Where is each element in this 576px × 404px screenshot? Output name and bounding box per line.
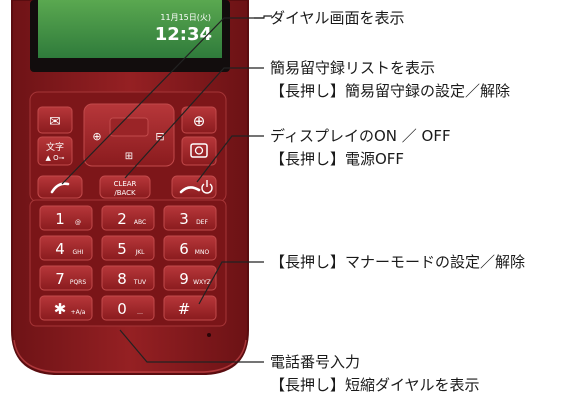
mail-icon: ✉ — [49, 114, 61, 130]
leader-line-dial-2 — [61, 17, 264, 185]
nav-right-icon: ⊟ — [155, 130, 164, 143]
moji-key-label: 文字 — [46, 141, 64, 153]
keypad-key-sub-3: GHI — [73, 249, 84, 256]
keypad-key-label-11: # — [178, 300, 191, 318]
keypad-key-0[interactable] — [39, 205, 93, 231]
keypad-key-sub-8: WXYZ — [193, 279, 211, 286]
power-icon — [201, 180, 213, 194]
leader-line-manner — [198, 261, 264, 305]
moji-key-sub: ▲ O⊸ — [46, 154, 65, 162]
screen-display — [38, 0, 222, 58]
keypad-key-label-8: 9 — [179, 270, 189, 288]
camera-key[interactable] — [181, 136, 217, 166]
callout-voicemail-line-1: 簡易留守録リストを表示 — [270, 59, 436, 77]
callout-number-input: 電話番号入力 【長押し】短縮ダイヤルを表示 — [270, 351, 480, 397]
keypad-key-9[interactable] — [39, 295, 93, 321]
keypad-key-label-2: 3 — [179, 210, 189, 228]
phone-bottom-edge — [13, 339, 247, 373]
keypad-key-5[interactable] — [163, 235, 217, 261]
keypad-panel — [29, 199, 227, 327]
keypad-key-sub-9: +A/a — [71, 309, 86, 316]
globe-icon: ⊕ — [193, 112, 206, 130]
keypad-key-7[interactable] — [101, 265, 155, 291]
keypad-key-sub-5: MNO — [195, 249, 210, 256]
keypad-key-sub-6: PQRS — [70, 279, 87, 286]
callout-dial-screen: ダイヤル画面を表示 — [270, 7, 405, 30]
keypad-key-label-4: 5 — [117, 240, 127, 258]
keypad-key-sub-1: ABC — [134, 219, 146, 226]
screen-date: 11月15日(火) — [160, 13, 211, 22]
keypad-key-sub-10: … — [137, 309, 143, 316]
leader-line-voicemail — [124, 67, 264, 179]
camera-icon — [190, 143, 208, 158]
keypad-key-sub-2: DEF — [196, 219, 208, 226]
keypad-key-sub-4: JKL — [134, 249, 145, 256]
call-icon — [50, 182, 70, 194]
keypad-key-10[interactable] — [101, 295, 155, 321]
callout-voicemail-line-2: 【長押し】簡易留守録の設定／解除 — [270, 82, 511, 100]
clear-key[interactable] — [99, 175, 151, 199]
keypad-key-label-3: 4 — [55, 240, 65, 258]
callout-number-line-1: 電話番号入力 — [270, 353, 361, 371]
screen-time: 12:34 — [155, 24, 212, 45]
nav-down-icon: ⊞ — [125, 151, 133, 162]
moji-key[interactable] — [37, 136, 73, 166]
end-call-icon — [179, 186, 201, 194]
keypad-key-label-7: 8 — [117, 270, 127, 288]
callout-dial-line-1: ダイヤル画面を表示 — [270, 9, 405, 27]
camera-lens-icon — [194, 146, 204, 155]
callout-manner-mode: 【長押し】マナーモードの設定／解除 — [270, 251, 525, 274]
callout-number-line-2: 【長押し】短縮ダイヤルを表示 — [270, 376, 480, 394]
charge-indicator — [207, 333, 211, 337]
keypad-key-8[interactable] — [163, 265, 217, 291]
callout-display-power: ディスプレイのON ／ OFF 【長押し】電源OFF — [270, 125, 451, 171]
keypad-key-sub-0: @ — [75, 219, 81, 226]
callout-manner-line-1: 【長押し】マナーモードの設定／解除 — [270, 253, 526, 271]
keypad-key-label-10: 0 — [117, 300, 127, 318]
nav-center-key[interactable] — [109, 117, 149, 137]
keypad-key-label-0: 1 — [55, 210, 65, 228]
leader-line-number — [119, 329, 264, 363]
keypad-key-2[interactable] — [163, 205, 217, 231]
callout-voicemail: 簡易留守録リストを表示 【長押し】簡易留守録の設定／解除 — [270, 57, 510, 103]
browser-key[interactable] — [181, 106, 217, 134]
callout-display-line-2: 【長押し】電源OFF — [270, 150, 405, 168]
keypad-key-6[interactable] — [39, 265, 93, 291]
keypad-key-1[interactable] — [101, 205, 155, 231]
keypad-key-3[interactable] — [39, 235, 93, 261]
keypad-key-label-1: 2 — [117, 210, 127, 228]
clear-key-sub: /BACK — [114, 189, 136, 197]
keypad-key-label-6: 7 — [55, 270, 65, 288]
keypad-key-4[interactable] — [101, 235, 155, 261]
clear-key-label: CLEAR — [114, 180, 137, 188]
mail-key[interactable] — [37, 106, 73, 134]
nav-left-icon: ⊕ — [92, 130, 101, 143]
keypad-key-11[interactable] — [163, 295, 217, 321]
keypad-key-label-5: 6 — [179, 240, 189, 258]
keypad-key-sub-7: TUV — [133, 279, 147, 286]
callout-display-line-1: ディスプレイのON ／ OFF — [270, 127, 451, 145]
call-key[interactable] — [37, 175, 83, 199]
keypad-key-label-9: ✱ — [54, 300, 67, 318]
leader-line-power — [196, 135, 264, 183]
